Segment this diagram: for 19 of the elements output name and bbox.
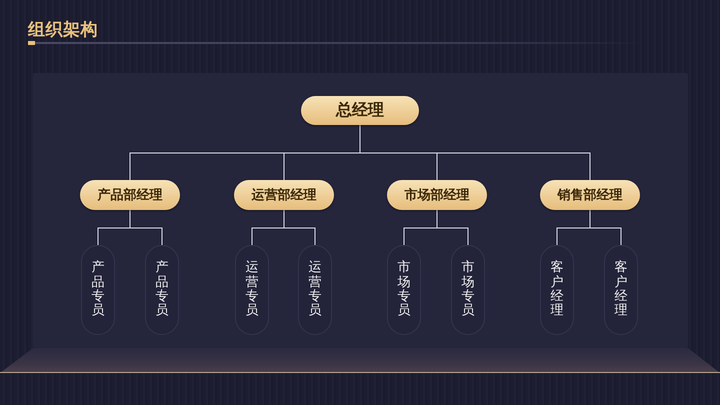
connector-line [590, 210, 622, 246]
top-role-pill: 总经理 [301, 96, 419, 125]
staff-label: 客户经理 [614, 261, 628, 319]
page-title: 组织架构 [28, 19, 98, 41]
connector-line [130, 210, 162, 246]
manager-pill: 市场部经理 [387, 180, 487, 210]
manager-pill: 销售部经理 [540, 180, 640, 210]
staff-label: 运营专员 [308, 261, 322, 319]
manager-pill: 产品部经理 [80, 180, 180, 210]
staff-label: 运营专员 [246, 261, 258, 319]
connector-line [284, 210, 316, 246]
staff-label: 市场专员 [398, 261, 410, 319]
manager-pill: 运营部经理 [234, 180, 334, 210]
staff-label: 客户经理 [550, 261, 564, 319]
connector-line [360, 124, 590, 180]
staff-label: 产品专员 [156, 261, 168, 319]
staff-label: 产品专员 [92, 261, 104, 319]
connector-line [436, 210, 468, 246]
staff-label: 市场专员 [462, 261, 474, 319]
